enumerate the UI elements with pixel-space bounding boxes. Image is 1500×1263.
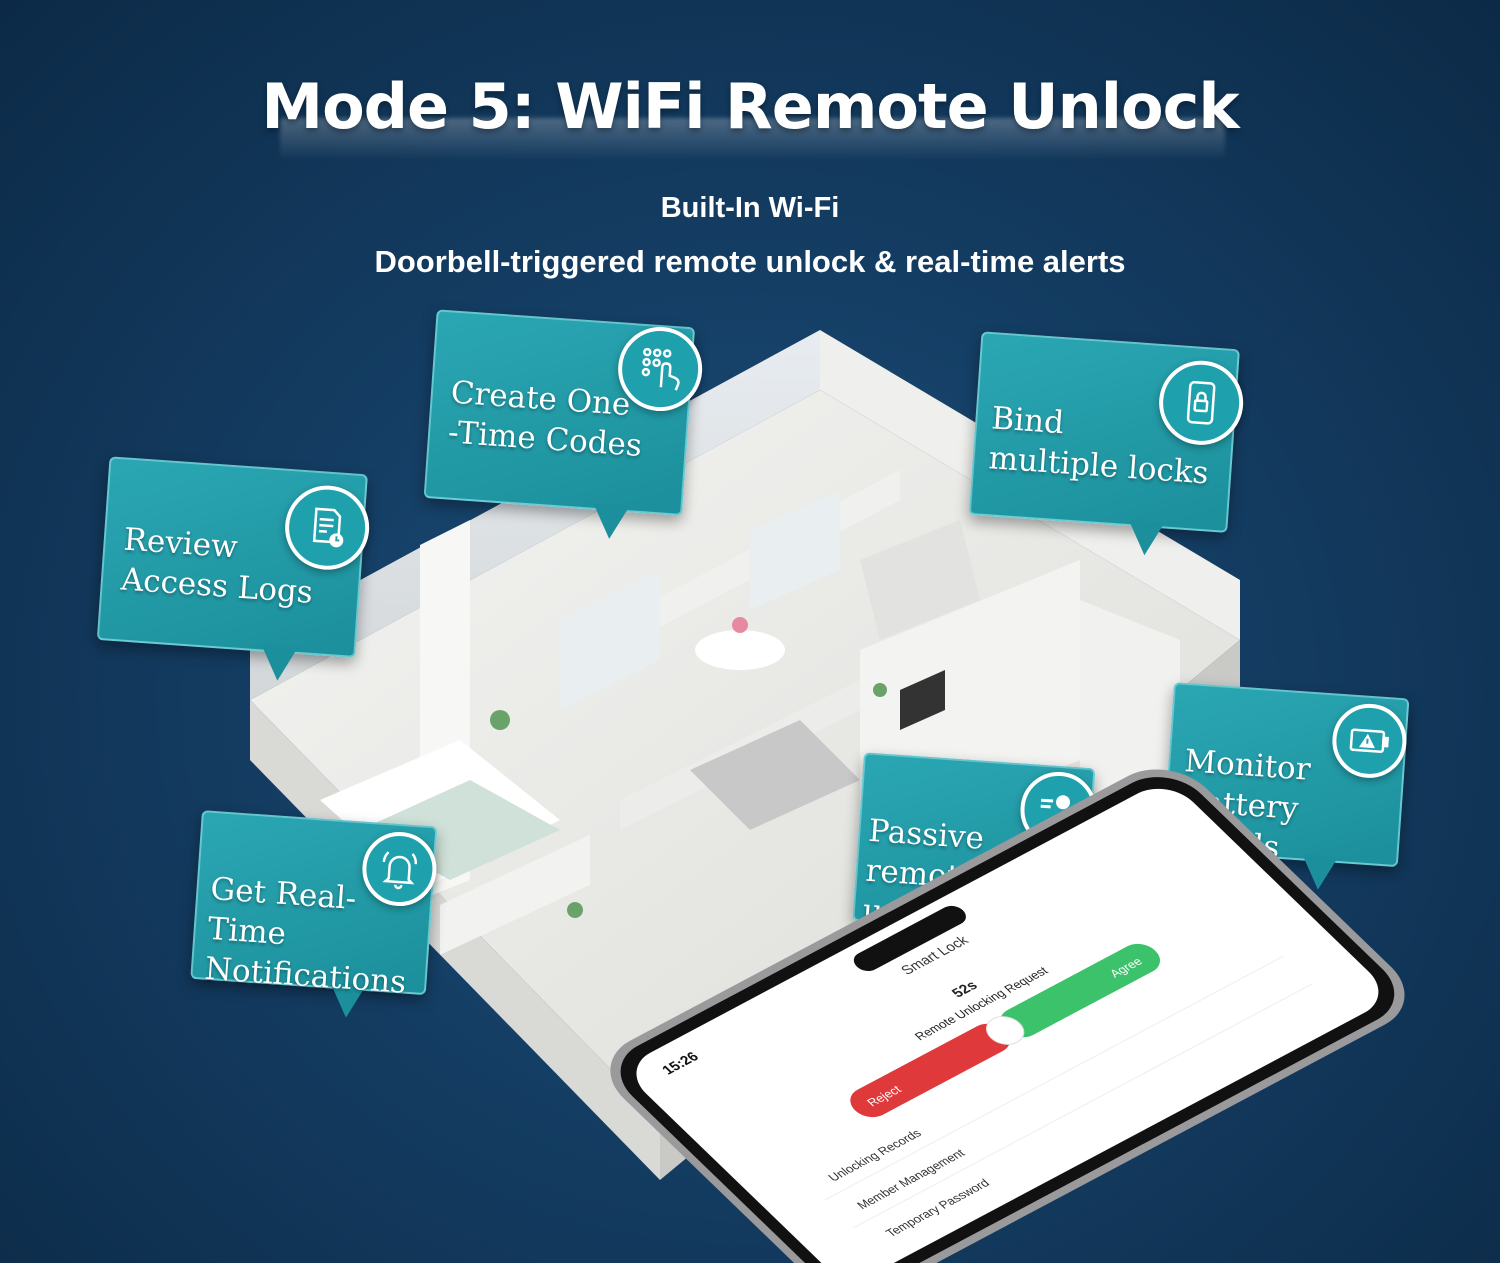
callout-notifications: Get Real-Time Notifications bbox=[190, 810, 439, 1019]
bell-ringing-icon bbox=[359, 829, 439, 909]
callout-passive-unlock-line2: remote unlocking bbox=[861, 852, 1019, 940]
callout-battery: Monitor Battery Levels bbox=[1162, 682, 1410, 891]
document-clock-icon bbox=[282, 482, 372, 573]
title-highlight-band bbox=[280, 118, 1225, 158]
callout-passive-unlock: Passive remote unlocking bbox=[852, 752, 1100, 961]
callout-create-codes: Create One -Time Codes bbox=[423, 309, 705, 541]
subtitle-wifi: Built-In Wi-Fi bbox=[660, 192, 840, 224]
phone-lock-icon bbox=[1156, 357, 1246, 448]
callout-battery-line2: Battery Levels bbox=[1177, 782, 1300, 866]
page-title: Mode 5: WiFi Remote Unlock bbox=[261, 70, 1239, 143]
keypad-touch-icon bbox=[615, 324, 705, 414]
subtitle-description: Doorbell-triggered remote unlock & real-… bbox=[374, 244, 1126, 279]
battery-warning-icon bbox=[1329, 701, 1409, 781]
callout-bind-locks: Bind multiple locks bbox=[968, 331, 1246, 557]
callout-review-logs: Review Access Logs bbox=[96, 456, 372, 682]
